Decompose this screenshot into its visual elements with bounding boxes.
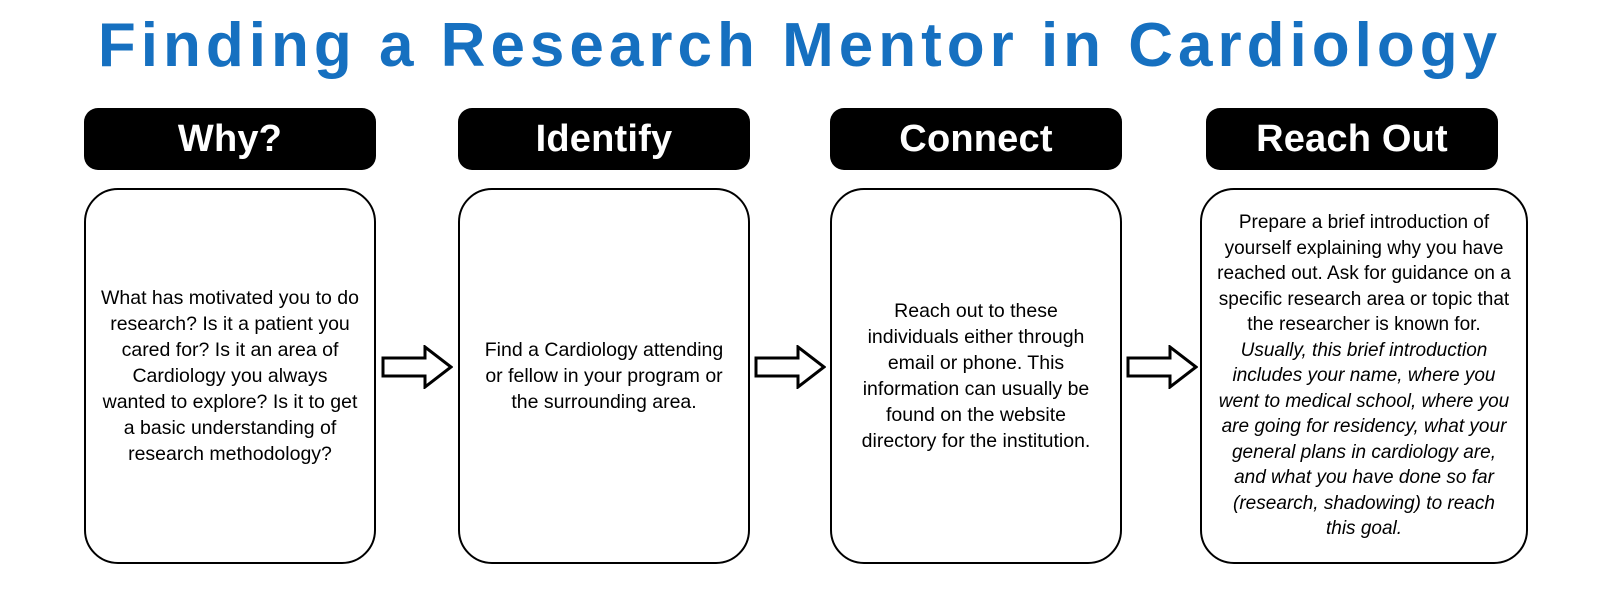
step-header-why[interactable]: Why? xyxy=(84,108,376,170)
step-body-upright-run: Prepare a brief introduction of yourself… xyxy=(1217,212,1511,336)
step-column-connect: Connect Reach out to these individuals e… xyxy=(830,0,1122,600)
right-arrow-icon xyxy=(1126,345,1198,389)
step-body-italic-run: Usually, this brief introduction include… xyxy=(1218,339,1510,540)
step-header-connect[interactable]: Connect xyxy=(830,108,1122,170)
step-body-text: What has motivated you to do research? I… xyxy=(101,287,359,465)
step-header-identify[interactable]: Identify xyxy=(458,108,750,170)
step-header-label: Reach Out xyxy=(1256,118,1448,160)
step-header-label: Identify xyxy=(535,118,673,160)
step-body-text: Prepare a brief introduction of yourself… xyxy=(1216,210,1512,542)
step-header-label: Why? xyxy=(177,118,283,160)
step-card-identify[interactable]: Find a Cardiology attending or fellow in… xyxy=(458,188,750,564)
step-header-reach-out[interactable]: Reach Out xyxy=(1206,108,1498,170)
page-title: Finding a Research Mentor in Cardiology xyxy=(97,11,1503,80)
step-card-connect[interactable]: Reach out to these individuals either th… xyxy=(830,188,1122,564)
step-column-why: Why? What has motivated you to do resear… xyxy=(84,0,376,600)
step-card-why[interactable]: What has motivated you to do research? I… xyxy=(84,188,376,564)
step-column-identify: Identify Find a Cardiology attending or … xyxy=(458,0,750,600)
right-arrow-icon xyxy=(381,345,453,389)
step-column-reach-out: Reach Out Prepare a brief introduction o… xyxy=(1200,0,1528,600)
step-header-label: Connect xyxy=(899,118,1053,160)
step-body-text: Find a Cardiology attending or fellow in… xyxy=(484,339,724,413)
step-body-text: Reach out to these individuals either th… xyxy=(861,300,1091,452)
step-card-reach-out[interactable]: Prepare a brief introduction of yourself… xyxy=(1200,188,1528,564)
right-arrow-icon xyxy=(754,345,826,389)
